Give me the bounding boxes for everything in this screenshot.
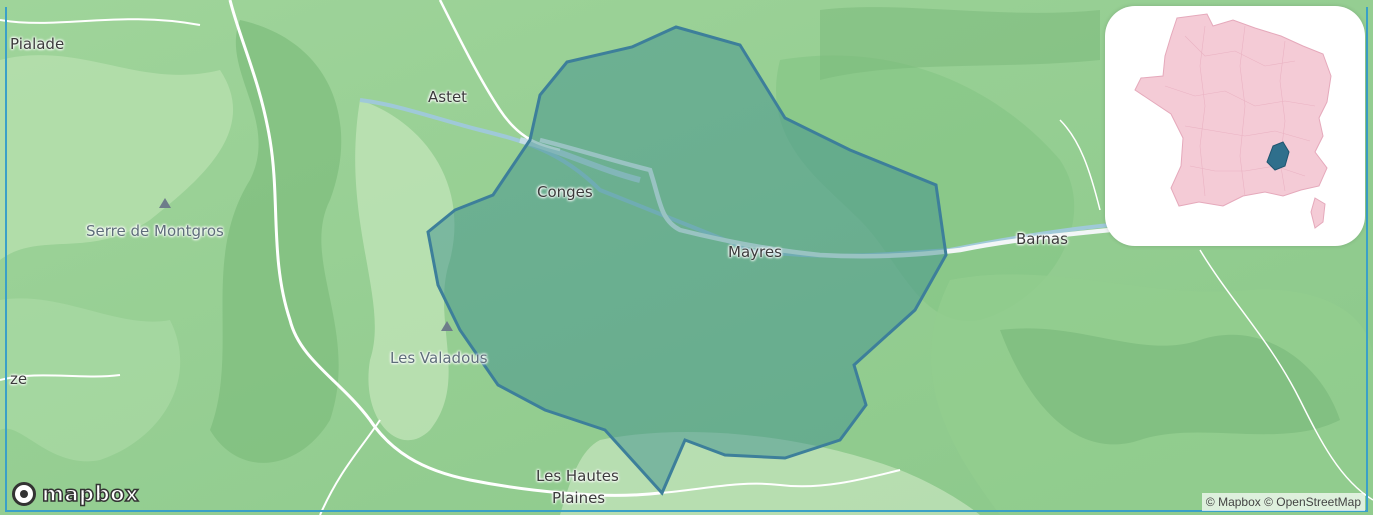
mapbox-logo[interactable]: mapbox xyxy=(12,480,139,508)
place-label-ze: ze xyxy=(10,370,28,388)
peak-label-les-valadous: Les Valadous xyxy=(390,349,488,367)
peak-icon xyxy=(159,198,171,208)
mapbox-logo-icon xyxy=(12,482,36,506)
place-label-conges: Conges xyxy=(537,183,593,201)
mapbox-logo-text: mapbox xyxy=(41,481,140,507)
inset-map xyxy=(1105,6,1365,246)
place-label-astet: Astet xyxy=(428,88,468,106)
place-label-pialade: Pialade xyxy=(10,35,65,53)
peak-label-serre-de-montgros: Serre de Montgros xyxy=(86,222,224,240)
place-label-barnas: Barnas xyxy=(1016,230,1068,248)
highlight-area xyxy=(426,25,948,496)
france-map xyxy=(1134,13,1332,229)
map-attribution[interactable]: © Mapbox © OpenStreetMap xyxy=(1201,493,1365,511)
place-label-les-hautes: Les Hautes xyxy=(536,467,619,485)
place-label-plaines: Plaines xyxy=(552,489,606,507)
place-label-mayres: Mayres xyxy=(728,243,782,261)
peak-icon xyxy=(441,321,453,331)
